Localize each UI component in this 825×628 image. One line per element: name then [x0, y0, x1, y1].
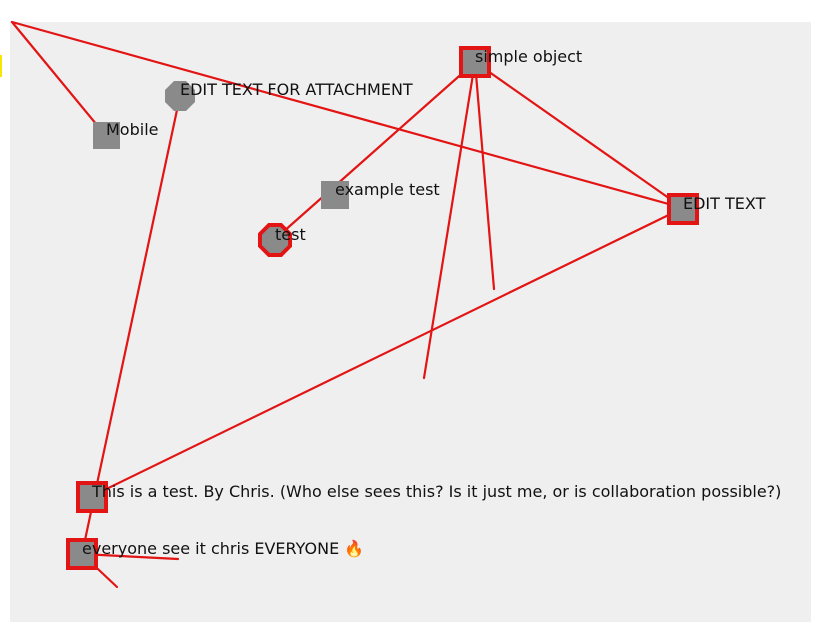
node-label: EDIT TEXT FOR ATTACHMENT [180, 80, 413, 99]
node-label: EDIT TEXT [683, 194, 766, 213]
node-label: test [275, 225, 306, 244]
node-label: Mobile [106, 120, 159, 139]
node-label: everyone see it chris EVERYONE 🔥 [82, 539, 365, 558]
node-shape[interactable] [459, 46, 491, 78]
node-label: This is a test. By Chris. (Who else sees… [92, 482, 782, 501]
node-shape[interactable] [165, 81, 195, 111]
node-shape[interactable] [667, 193, 699, 225]
node-shape[interactable] [321, 181, 349, 209]
node-shape[interactable] [93, 122, 120, 149]
node-label: simple object [475, 47, 583, 66]
node-shape[interactable] [76, 481, 108, 513]
yellow-edge-marker [0, 55, 2, 77]
node-shape[interactable] [262, 227, 288, 253]
node-label: example test [335, 180, 440, 199]
diagram-canvas[interactable] [10, 22, 811, 622]
node-shape[interactable] [66, 538, 98, 570]
